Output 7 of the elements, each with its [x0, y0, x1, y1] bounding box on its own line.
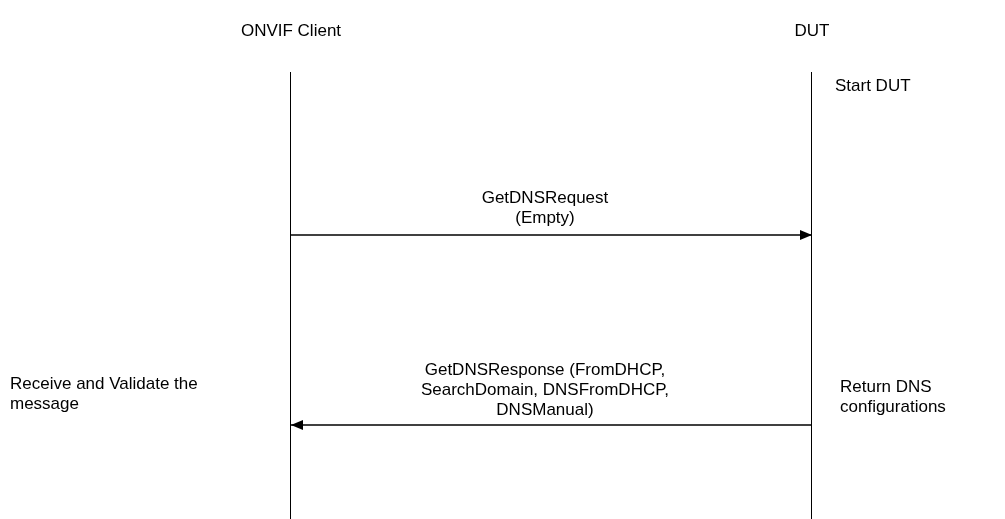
note-text: Start DUT: [835, 76, 912, 96]
arrow: [290, 230, 813, 240]
participant-name: DUT: [793, 20, 831, 42]
note-text: Return DNS configurations: [840, 377, 947, 417]
note-text: Receive and Validate the message: [10, 374, 199, 414]
arrow: [290, 420, 813, 430]
participant-name: ONVIF Client: [239, 20, 343, 42]
